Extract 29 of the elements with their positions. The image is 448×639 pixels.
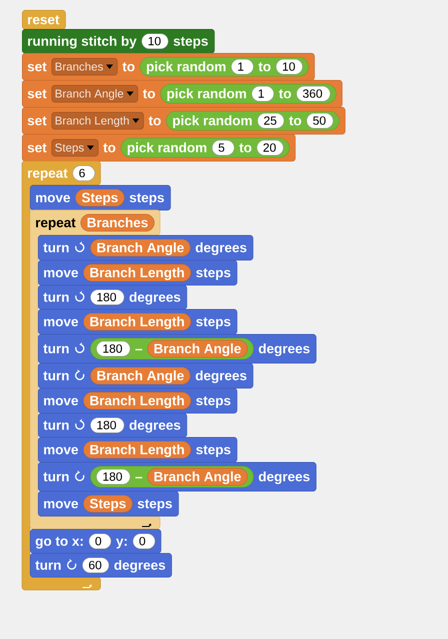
hat-block: reset xyxy=(22,10,66,30)
variable-reporter: Branches xyxy=(80,214,155,232)
number-slot: 180 xyxy=(96,469,130,484)
number-slot: 360 xyxy=(296,86,330,102)
number-slot: 1 xyxy=(231,59,254,74)
variable-reporter: Steps xyxy=(75,189,125,206)
number-slot: 0 xyxy=(88,534,112,549)
number-slot: 180 xyxy=(90,418,124,433)
variable-reporter: Branch Length xyxy=(83,313,192,330)
number-slot: 25 xyxy=(257,113,284,128)
number-slot: 1 xyxy=(252,86,274,102)
number-slot: 6 xyxy=(72,166,95,181)
variable-reporter: Branch Angle xyxy=(90,367,190,384)
variable-reporter: Branch Length xyxy=(83,441,192,458)
variable-reporter: Branch Angle xyxy=(90,239,190,256)
variable-dropdown: Steps xyxy=(52,139,98,156)
variable-dropdown: Branch Length xyxy=(52,112,144,130)
variable-reporter: Steps xyxy=(83,495,133,512)
variable-reporter: Branch Angle xyxy=(147,340,248,358)
variable-reporter: Branch Length xyxy=(83,392,192,410)
number-slot: 0 xyxy=(132,534,156,549)
variable-reporter: Branch Length xyxy=(83,264,192,282)
variable-dropdown: Branches xyxy=(52,58,118,76)
number-slot: 180 xyxy=(90,290,124,305)
number-slot: 10 xyxy=(276,59,303,74)
variable-dropdown: Branch Angle xyxy=(52,85,138,102)
number-slot: 5 xyxy=(212,140,234,156)
number-slot: 180 xyxy=(96,341,130,356)
variable-reporter: Branch Angle xyxy=(147,468,248,486)
